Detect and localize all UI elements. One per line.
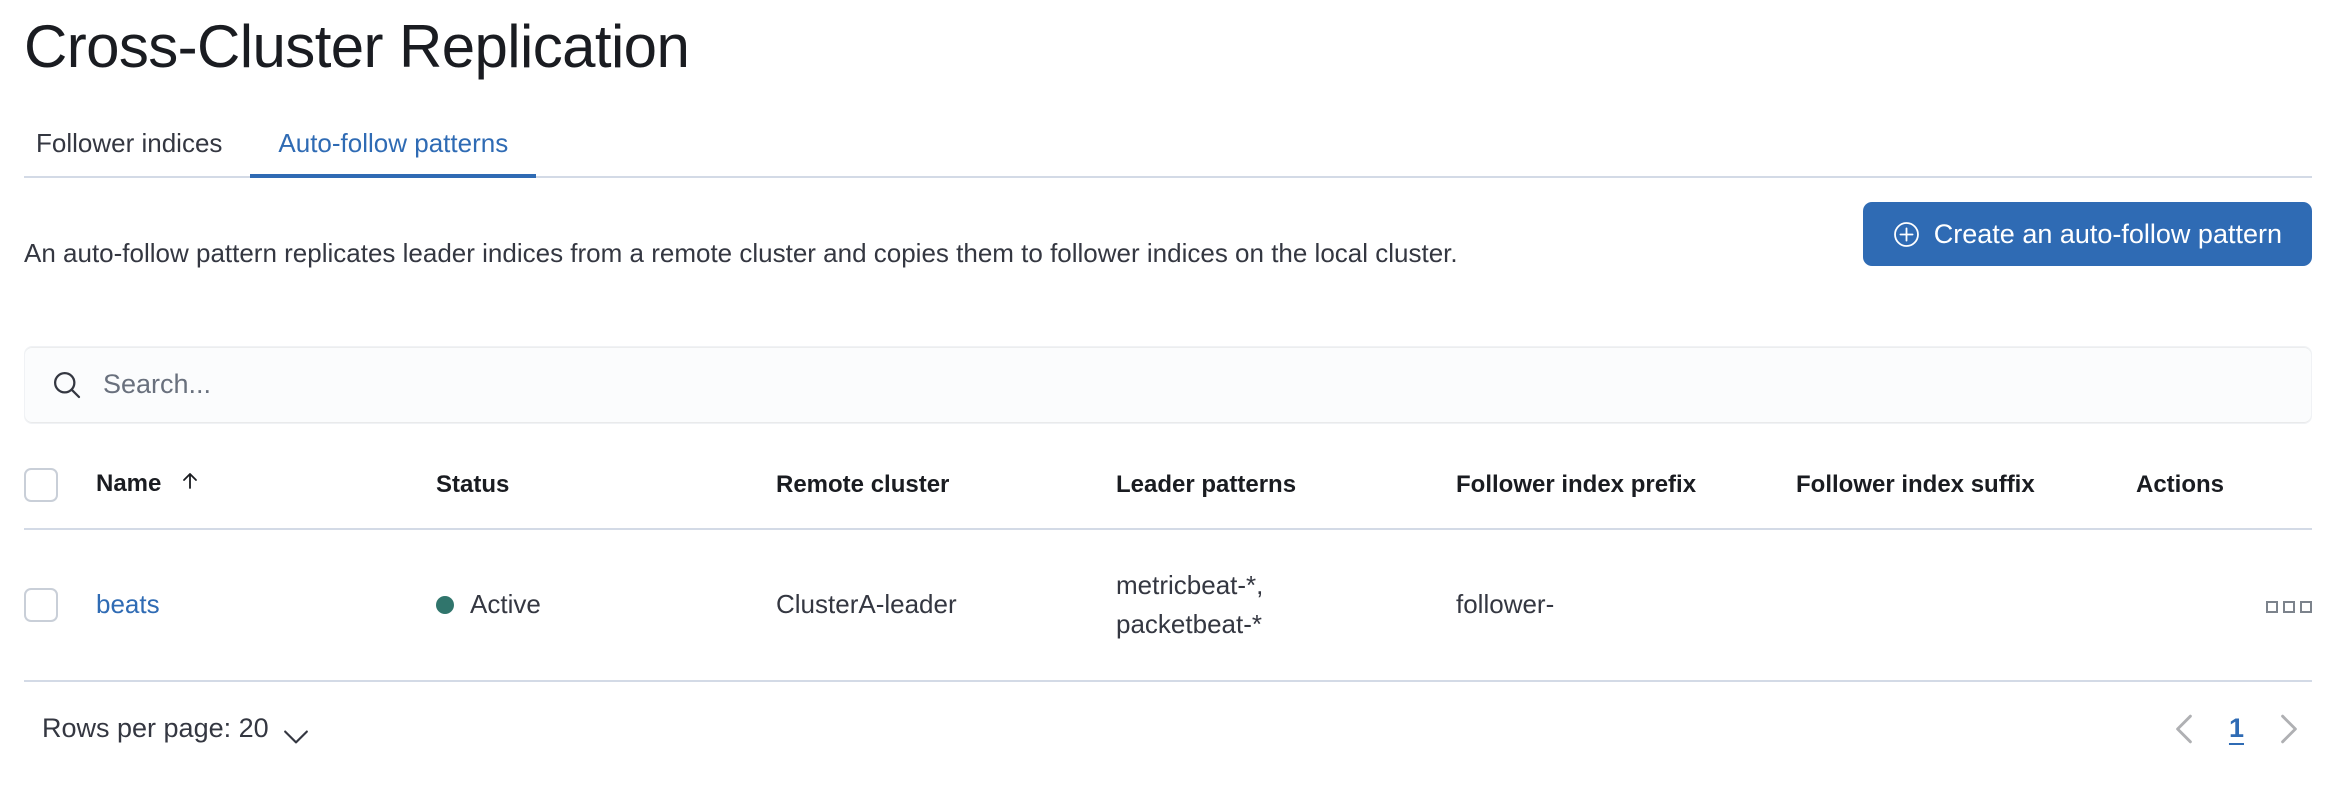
column-header-leader-patterns[interactable]: Leader patterns	[1116, 445, 1456, 530]
chevron-right-icon[interactable]	[2278, 712, 2300, 746]
column-header-name-label: Name	[96, 470, 162, 498]
pattern-name-link[interactable]: beats	[96, 589, 160, 620]
column-header-name[interactable]: Name	[96, 445, 436, 530]
search-icon	[51, 369, 83, 401]
intro-description: An auto-follow pattern replicates leader…	[24, 238, 1458, 268]
pagination-page-1[interactable]: 1	[2225, 713, 2248, 744]
rows-per-page-label: Rows per page: 20	[42, 713, 269, 744]
cell-follower-index-suffix	[1796, 528, 2136, 682]
cell-leader-patterns: metricbeat-*,packetbeat-*	[1116, 528, 1456, 682]
chevron-left-icon[interactable]	[2173, 712, 2195, 746]
cell-remote-cluster: ClusterA-leader	[776, 528, 1116, 682]
table-footer: Rows per page: 20 1	[24, 712, 2312, 746]
column-header-follower-index-prefix[interactable]: Follower index prefix	[1456, 445, 1796, 530]
cell-status: Active	[436, 528, 776, 682]
select-all-checkbox[interactable]	[24, 467, 58, 502]
status-dot-icon	[436, 595, 454, 614]
status-label: Active	[470, 589, 541, 620]
column-header-actions: Actions	[2136, 445, 2312, 530]
cell-name: beats	[96, 528, 436, 682]
box-1	[2266, 601, 2278, 614]
create-button-label: Create an auto-follow pattern	[1933, 219, 2282, 249]
column-header-follower-index-suffix[interactable]: Follower index suffix	[1796, 445, 2136, 530]
select-all-header	[24, 445, 96, 530]
cell-follower-index-prefix: follower-	[1456, 528, 1796, 682]
table-header-row: Name Status Remote cluster Leader patter…	[24, 445, 2312, 530]
chevron-down-icon	[283, 721, 309, 744]
auto-follow-patterns-table: Name Status Remote cluster Leader patter…	[24, 445, 2312, 682]
box-2	[2283, 601, 2295, 614]
search-input[interactable]	[101, 346, 2285, 423]
create-auto-follow-pattern-button[interactable]: Create an auto-follow pattern	[1862, 202, 2312, 267]
cell-actions	[2136, 528, 2312, 682]
sort-up-arrow-icon	[178, 469, 202, 500]
rows-per-page-selector[interactable]: Rows per page: 20	[42, 713, 309, 744]
tab-follower-indices[interactable]: Follower indices	[24, 130, 250, 176]
row-checkbox[interactable]	[24, 587, 58, 622]
search-bar[interactable]	[24, 345, 2312, 424]
box-3	[2300, 601, 2312, 614]
tab-bar: Follower indices Auto-follow patterns	[24, 116, 2312, 178]
page-title: Cross-Cluster Replication	[24, 13, 690, 80]
intro-row: An auto-follow pattern replicates leader…	[24, 202, 2312, 300]
row-select-cell	[24, 528, 96, 682]
pagination: 1	[2173, 712, 2300, 746]
table-row: beats Active ClusterA-leader metricbeat-…	[24, 528, 2312, 682]
plus-in-circle-icon	[1893, 221, 1920, 248]
boxes-horizontal-icon[interactable]	[2266, 601, 2312, 614]
tab-auto-follow-patterns[interactable]: Auto-follow patterns	[250, 130, 537, 178]
column-header-remote-cluster[interactable]: Remote cluster	[776, 445, 1116, 530]
column-header-status[interactable]: Status	[436, 445, 776, 530]
